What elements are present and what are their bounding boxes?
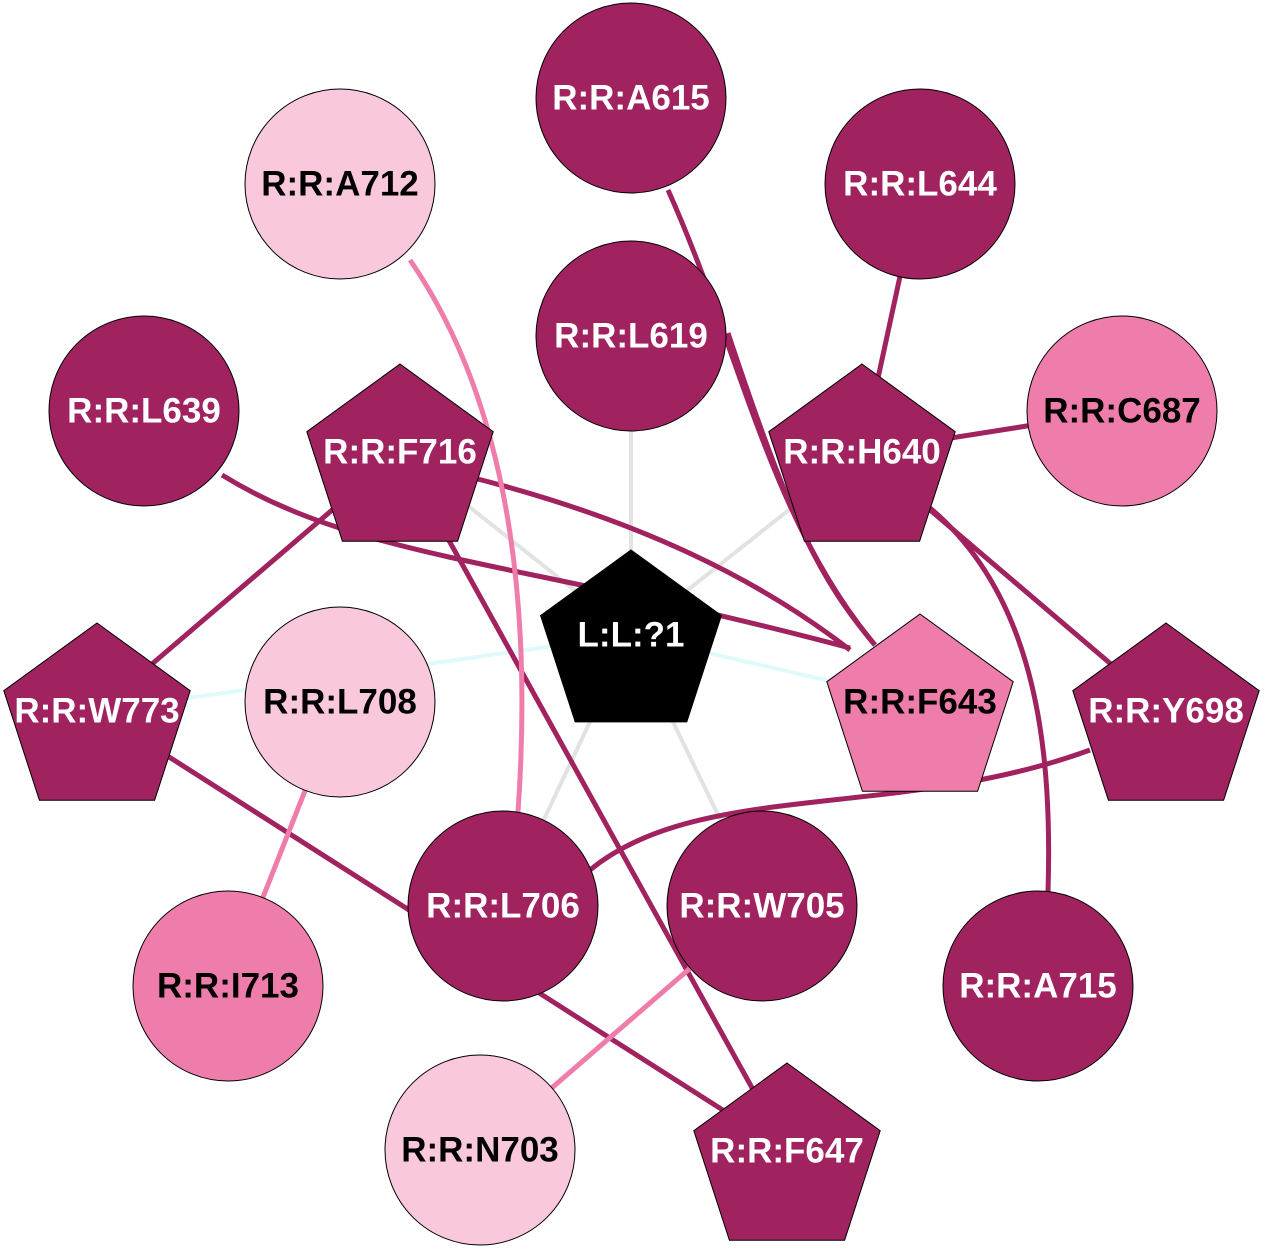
node-n703[interactable]: R:R:N703 xyxy=(384,1054,576,1246)
node-l708[interactable]: R:R:L708 xyxy=(244,606,436,798)
node-shape-pentagon xyxy=(826,613,1014,792)
node-shape-circle xyxy=(942,890,1134,1082)
node-shape-circle xyxy=(132,890,324,1082)
node-label: R:R:C687 xyxy=(1043,392,1201,431)
node-shape-circle xyxy=(407,810,599,1002)
node-w705[interactable]: R:R:W705 xyxy=(666,810,858,1002)
node-w773[interactable]: R:R:W773 xyxy=(3,622,191,801)
edge-f716-f643 xyxy=(469,474,852,652)
node-label: R:R:A615 xyxy=(552,79,710,118)
node-label: R:R:A715 xyxy=(959,967,1117,1006)
node-l644[interactable]: R:R:L644 xyxy=(824,88,1016,280)
node-shape-pentagon xyxy=(1072,622,1260,801)
node-h640[interactable]: R:R:H640 xyxy=(768,363,956,542)
node-label: R:R:N703 xyxy=(401,1131,559,1170)
node-l619[interactable]: R:R:L619 xyxy=(535,240,727,432)
node-f643[interactable]: R:R:F643 xyxy=(826,613,1014,792)
node-f716[interactable]: R:R:F716 xyxy=(306,363,494,542)
node-shape-pentagon xyxy=(693,1062,881,1241)
node-label: R:R:W773 xyxy=(14,692,179,731)
node-shape-pentagon xyxy=(3,622,191,801)
node-shape-circle xyxy=(535,240,727,432)
node-label: R:R:L706 xyxy=(426,887,580,926)
node-f647[interactable]: R:R:F647 xyxy=(693,1062,881,1241)
node-shape-circle xyxy=(666,810,858,1002)
node-label: R:R:F716 xyxy=(323,433,477,472)
edge-a712-l706 xyxy=(407,258,525,813)
node-label: R:R:L644 xyxy=(843,165,997,204)
node-label: R:R:I713 xyxy=(157,967,299,1006)
node-label: R:R:L619 xyxy=(554,317,708,356)
node-shape-circle xyxy=(244,88,436,280)
node-label: R:R:L639 xyxy=(67,392,221,431)
edge-h640-a715 xyxy=(928,506,1052,893)
node-shape-circle xyxy=(1026,315,1218,507)
edge-y698-l706 xyxy=(588,747,1091,872)
node-label: R:R:W705 xyxy=(679,887,844,926)
node-label: L:L:?1 xyxy=(578,616,685,655)
node-label: R:R:L708 xyxy=(263,683,417,722)
node-shape-circle xyxy=(384,1054,576,1246)
node-c687[interactable]: R:R:C687 xyxy=(1026,315,1218,507)
node-i713[interactable]: R:R:I713 xyxy=(132,890,324,1082)
node-a712[interactable]: R:R:A712 xyxy=(244,88,436,280)
node-a615[interactable]: R:R:A615 xyxy=(535,2,727,194)
node-label: R:R:F643 xyxy=(843,683,997,722)
node-shape-circle xyxy=(244,606,436,798)
node-shape-pentagon xyxy=(306,363,494,542)
node-shape-circle xyxy=(824,88,1016,280)
node-shape-circle xyxy=(535,2,727,194)
node-l639[interactable]: R:R:L639 xyxy=(48,315,240,507)
node-shape-pentagon xyxy=(540,549,722,723)
node-y698[interactable]: R:R:Y698 xyxy=(1072,622,1260,801)
node-shape-circle xyxy=(48,315,240,507)
node-label: R:R:H640 xyxy=(783,433,941,472)
node-label: R:R:A712 xyxy=(261,165,419,204)
node-lig[interactable]: L:L:?1 xyxy=(540,549,722,723)
node-label: R:R:Y698 xyxy=(1088,692,1244,731)
node-l706[interactable]: R:R:L706 xyxy=(407,810,599,1002)
node-label: R:R:F647 xyxy=(710,1132,864,1171)
node-a715[interactable]: R:R:A715 xyxy=(942,890,1134,1082)
node-shape-pentagon xyxy=(768,363,956,542)
edge-f716-f647 xyxy=(397,450,790,1153)
